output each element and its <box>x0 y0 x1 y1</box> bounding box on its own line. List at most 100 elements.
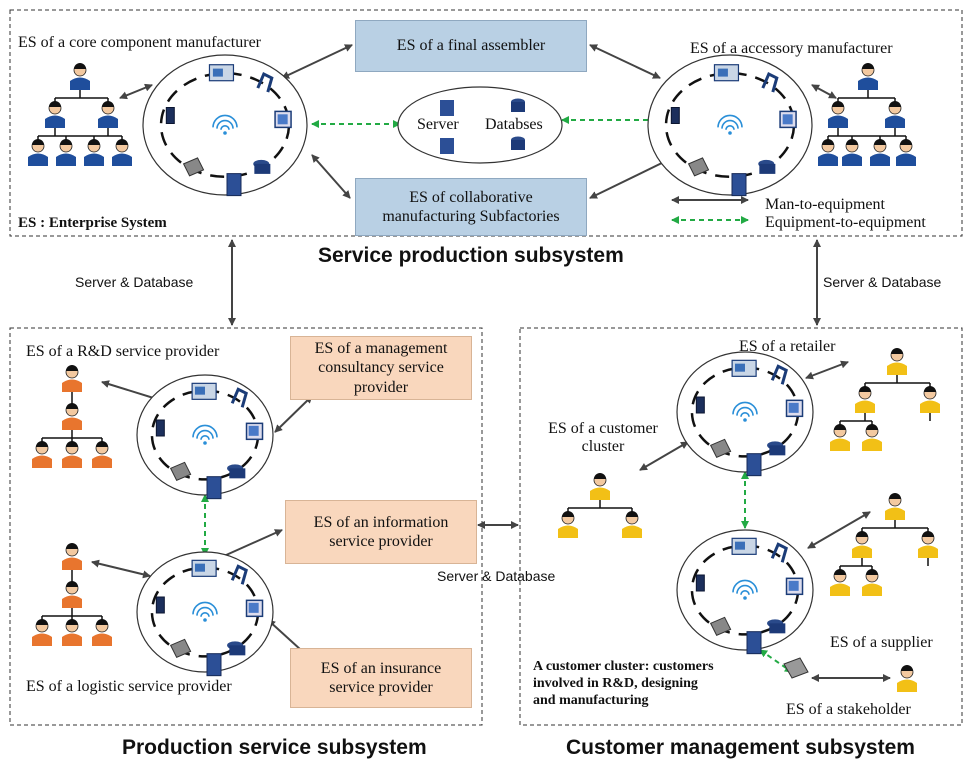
person-mid <box>62 403 82 430</box>
server-icon <box>206 476 222 500</box>
person-leaf <box>62 441 82 468</box>
wifi-icon <box>192 601 218 622</box>
collaborative-label-line2: manufacturing Subfactories <box>382 208 560 225</box>
laptop-icon <box>709 438 732 458</box>
robot-arm-icon <box>770 364 788 385</box>
person-root <box>887 348 907 375</box>
management-label-line3: provider <box>353 378 409 396</box>
information-label-line2: service provider <box>329 533 433 550</box>
server-icon <box>440 100 454 116</box>
machine-tool-screen <box>734 541 745 550</box>
phone-icon <box>670 107 680 124</box>
robot-arm-icon <box>230 564 248 585</box>
machine-tool-screen <box>194 563 205 572</box>
org-core-manufacturer <box>37 90 123 140</box>
person-root <box>70 63 90 90</box>
information-service-box: ES of an information service provider <box>285 500 477 564</box>
robot-arm-icon <box>770 542 788 563</box>
person-leaf <box>62 619 82 646</box>
arrow-rd-management <box>274 395 313 433</box>
org-supplier <box>839 520 929 570</box>
logistic-provider-label: ES of a logistic service provider <box>26 678 232 695</box>
wifi-icon <box>732 579 758 600</box>
wifi-icon <box>732 401 758 422</box>
machine-tool-screen <box>194 386 205 395</box>
arrow-collab-accessory <box>589 159 669 199</box>
database-body <box>229 645 246 656</box>
stakeholder-label: ES of a stakeholder <box>786 701 911 718</box>
database-label: Databses <box>485 116 543 133</box>
arrow-core-collab <box>311 154 351 199</box>
person-leaf <box>830 569 850 596</box>
person-mid <box>852 531 872 558</box>
arrow-supplier-people <box>807 511 871 549</box>
phone-icon <box>695 396 705 414</box>
arrow-supplier-laptop <box>759 649 793 673</box>
management-label-line2: consultancy service <box>318 359 444 377</box>
terminal-screen <box>788 580 799 591</box>
server-icon <box>731 173 747 197</box>
note-line2: involved in R&D, designing <box>533 675 698 691</box>
person-leaf <box>32 441 52 468</box>
person-leaf <box>818 139 838 166</box>
arrow-accessory-people <box>811 84 837 99</box>
legend-man-to-equipment: Man-to-equipment <box>765 196 885 213</box>
machine-tool-screen <box>734 363 745 372</box>
wifi-icon <box>192 424 218 445</box>
final-assembler-label: ES of a final assembler <box>396 37 546 55</box>
management-label-line1: ES of a management <box>314 340 448 358</box>
arrow-final-accessory <box>589 44 661 79</box>
person-leaf <box>92 619 112 646</box>
final-assembler-box: ES of a final assembler <box>355 20 587 72</box>
server-icon <box>440 138 454 154</box>
person-mid <box>558 511 578 538</box>
person-leaf <box>862 424 882 451</box>
terminal-screen <box>782 114 793 125</box>
org-rd-provider <box>41 392 103 442</box>
core-manufacturer-label: ES of a core component manufacturer <box>18 34 262 51</box>
ring-core-manufacturer <box>142 54 308 197</box>
insurance-label-line1: ES of an insurance <box>320 659 442 677</box>
person-leaf <box>92 441 112 468</box>
supplier-label: ES of a supplier <box>830 634 933 651</box>
production-service-title: Production service subsystem <box>122 736 427 759</box>
service-production-title: Service production subsystem <box>318 244 624 267</box>
server-icon <box>226 173 242 197</box>
org-accessory-manufacturer <box>827 90 907 140</box>
server-database-right-label: Server & Database <box>823 274 942 290</box>
machine-tool-screen <box>212 68 223 77</box>
org-logistic-provider <box>41 570 103 620</box>
database-body <box>759 163 776 174</box>
insurance-label-line2: service provider <box>329 679 433 696</box>
legend-equipment-to-equipment: Equipment-to-equipment <box>765 214 926 231</box>
management-consultancy-box: ES of a management consultancy service p… <box>290 336 472 400</box>
person-mid <box>45 101 65 128</box>
server-label: Server <box>417 116 459 133</box>
laptop-icon <box>169 638 192 658</box>
terminal-screen <box>788 402 799 413</box>
collaborative-subfactories-box: ES of collaborative manufacturing Subfac… <box>355 178 587 236</box>
stakeholder-person <box>897 665 917 692</box>
collaborative-label-line1: ES of collaborative <box>409 188 533 206</box>
database-body <box>254 163 271 174</box>
person-mid <box>920 386 940 413</box>
laptop-icon <box>709 616 732 636</box>
person-mid <box>622 511 642 538</box>
phone-icon <box>155 596 165 614</box>
ring-rd-provider <box>136 374 274 500</box>
retailer-label: ES of a retailer <box>739 338 836 355</box>
rd-provider-label: ES of a R&D service provider <box>26 343 220 360</box>
es-definition: ES : Enterprise System <box>18 215 167 231</box>
ring-logistic-provider <box>136 551 274 677</box>
person-root <box>62 365 82 392</box>
wifi-icon <box>717 114 743 135</box>
org-retailer <box>839 375 931 425</box>
wifi-icon <box>212 114 238 135</box>
server-icon <box>746 453 762 477</box>
person-leaf <box>28 139 48 166</box>
customer-cluster-label: ES of a customer cluster <box>535 420 671 457</box>
arrow-rd-people <box>101 380 161 402</box>
arrow-retailer-people <box>805 360 849 380</box>
customer-cluster-line2: cluster <box>581 438 625 456</box>
robot-arm-icon <box>256 72 274 93</box>
